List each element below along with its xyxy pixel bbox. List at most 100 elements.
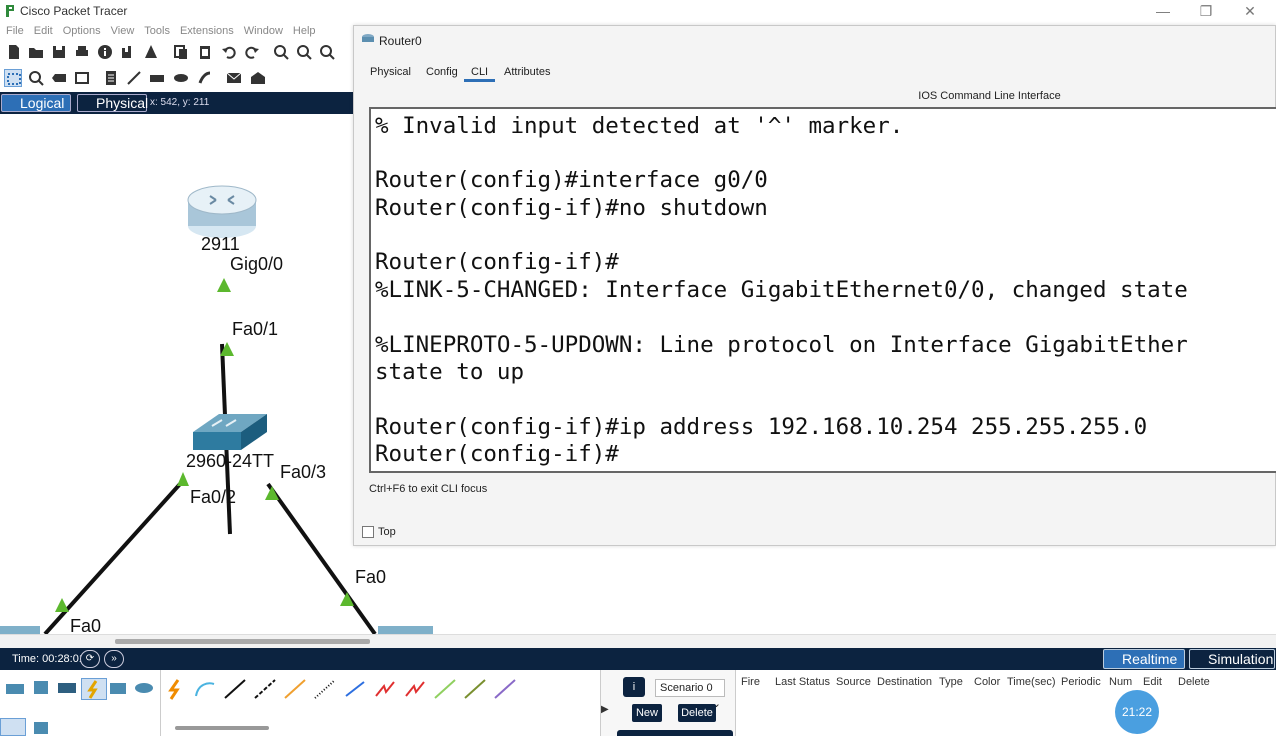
- simulation-mode-button[interactable]: Simulation: [1189, 649, 1275, 669]
- tab-physical[interactable]: Physical: [370, 66, 411, 78]
- chevron-down-icon: ⌄: [711, 698, 721, 710]
- router-window-titlebar[interactable]: Router0: [354, 26, 1275, 56]
- minimize-button[interactable]: —: [1156, 3, 1170, 19]
- new-scenario-button[interactable]: New: [632, 704, 662, 722]
- menu-edit[interactable]: Edit: [33, 25, 53, 37]
- octal-cable-icon[interactable]: [432, 678, 458, 700]
- tab-cli[interactable]: CLI: [464, 66, 496, 82]
- menu-bar: File Edit Options View Tools Extensions Window…: [0, 22, 360, 40]
- scenario-select[interactable]: Scenario 0 ⌄: [655, 679, 725, 710]
- activity-wizard-icon[interactable]: [142, 43, 160, 61]
- coaxial-cable-icon[interactable]: [342, 678, 368, 700]
- menu-help[interactable]: Help: [292, 25, 316, 37]
- draw-ellipse-icon[interactable]: [172, 69, 190, 87]
- place-note-icon[interactable]: [102, 69, 120, 87]
- add-complex-pdu-icon[interactable]: [249, 69, 267, 87]
- fast-forward-icon[interactable]: »: [104, 650, 124, 668]
- save-icon[interactable]: [50, 43, 68, 61]
- router-device[interactable]: [187, 185, 257, 238]
- toggle-pdu-list-button[interactable]: [617, 730, 733, 736]
- zoom-reset-icon[interactable]: [295, 43, 313, 61]
- logical-view-button[interactable]: Logical: [1, 94, 71, 112]
- new-file-icon[interactable]: [5, 43, 23, 61]
- menu-tools[interactable]: Tools: [144, 25, 170, 37]
- port-up-indicator: [217, 278, 231, 292]
- port-label-left-fa0: Fa0: [70, 616, 102, 636]
- cli-line: %LINK-5-CHANGED: Interface GigabitEthern…: [375, 277, 1188, 303]
- auto-connection-icon[interactable]: [162, 678, 188, 700]
- multiuser-icon[interactable]: [133, 678, 159, 700]
- realtime-mode-button[interactable]: Realtime: [1103, 649, 1185, 669]
- misc-icon[interactable]: [107, 678, 133, 700]
- close-button[interactable]: ✕: [1244, 3, 1256, 19]
- power-cycle-icon[interactable]: ⟳: [80, 650, 100, 668]
- cli-line: Router(config)#interface g0/0: [375, 167, 768, 193]
- undo-icon[interactable]: [220, 43, 238, 61]
- freeform-icon[interactable]: [196, 69, 214, 87]
- zoom-in-icon[interactable]: [272, 43, 290, 61]
- menu-file[interactable]: File: [6, 25, 24, 37]
- menu-options[interactable]: Options: [62, 25, 101, 37]
- top-checkbox[interactable]: [362, 526, 374, 538]
- delete-scenario-button[interactable]: Delete: [678, 704, 716, 722]
- components-icon[interactable]: [56, 678, 82, 700]
- tab-attributes[interactable]: Attributes: [504, 66, 551, 78]
- open-folder-icon[interactable]: [27, 43, 45, 61]
- draw-rectangle-icon[interactable]: [148, 69, 166, 87]
- draw-line-icon[interactable]: [125, 69, 143, 87]
- scrollbar-thumb[interactable]: [115, 639, 370, 644]
- switch-device[interactable]: [193, 414, 267, 450]
- edit-toolbar: [0, 66, 360, 90]
- iot-custom-cable-icon[interactable]: [462, 678, 488, 700]
- palette-scrollbar[interactable]: [175, 726, 269, 730]
- col-delete: Delete: [1178, 676, 1210, 688]
- left-pc-device[interactable]: [0, 626, 40, 634]
- redo-icon[interactable]: [243, 43, 261, 61]
- cli-header: IOS Command Line Interface: [918, 90, 1061, 102]
- crossover-cable-icon[interactable]: [252, 678, 278, 700]
- network-devices-icon[interactable]: [4, 678, 30, 700]
- straight-through-cable-icon[interactable]: [222, 678, 248, 700]
- end-devices-icon[interactable]: [30, 678, 56, 700]
- inspect-icon[interactable]: [27, 69, 45, 87]
- link-switch-right-pc[interactable]: [266, 482, 377, 634]
- workspace-horizontal-scrollbar[interactable]: [0, 634, 1276, 648]
- cli-terminal[interactable]: % Invalid input detected at '^' marker. …: [369, 107, 1276, 473]
- cable-subcategory-icon[interactable]: [0, 718, 26, 736]
- tab-config[interactable]: Config: [426, 66, 458, 78]
- scenario-selected-value: Scenario 0: [660, 682, 713, 694]
- usb-cable-icon[interactable]: [492, 678, 518, 700]
- system-clock: 21:22: [1115, 690, 1159, 734]
- menu-window[interactable]: Window: [243, 25, 283, 37]
- restore-button[interactable]: ❐: [1199, 3, 1213, 19]
- print-icon[interactable]: [73, 43, 91, 61]
- router-label: 2911: [201, 234, 240, 254]
- router-window-title: Router0: [379, 34, 422, 48]
- simulation-time: Time: 00:28:01: [12, 653, 85, 665]
- connections-icon[interactable]: [81, 678, 107, 700]
- serial-dte-cable-icon[interactable]: [402, 678, 428, 700]
- info-icon[interactable]: [96, 43, 114, 61]
- resize-shape-icon[interactable]: [73, 69, 91, 87]
- collapse-arrow-icon[interactable]: ▶: [601, 704, 609, 715]
- device-subcategory-icon[interactable]: [34, 722, 48, 734]
- paste-icon[interactable]: [196, 43, 214, 61]
- phone-cable-icon[interactable]: [312, 678, 338, 700]
- add-simple-pdu-icon[interactable]: [225, 69, 243, 87]
- menu-extensions[interactable]: Extensions: [179, 25, 234, 37]
- menu-view[interactable]: View: [110, 25, 135, 37]
- right-pc-device[interactable]: [378, 626, 433, 634]
- serial-dce-cable-icon[interactable]: [372, 678, 398, 700]
- main-toolbar: [0, 40, 360, 64]
- fiber-cable-icon[interactable]: [282, 678, 308, 700]
- copy-icon[interactable]: [172, 43, 190, 61]
- scenario-info-button[interactable]: i: [623, 677, 645, 697]
- palette-divider: [160, 670, 161, 736]
- logical-view-label: Logical: [20, 95, 65, 111]
- console-cable-icon[interactable]: [192, 678, 218, 700]
- physical-view-button[interactable]: Physical: [77, 94, 148, 112]
- select-tool-icon[interactable]: [4, 69, 22, 87]
- delete-tool-icon[interactable]: [50, 69, 68, 87]
- zoom-out-icon[interactable]: [318, 43, 336, 61]
- network-wizard-icon[interactable]: [119, 43, 137, 61]
